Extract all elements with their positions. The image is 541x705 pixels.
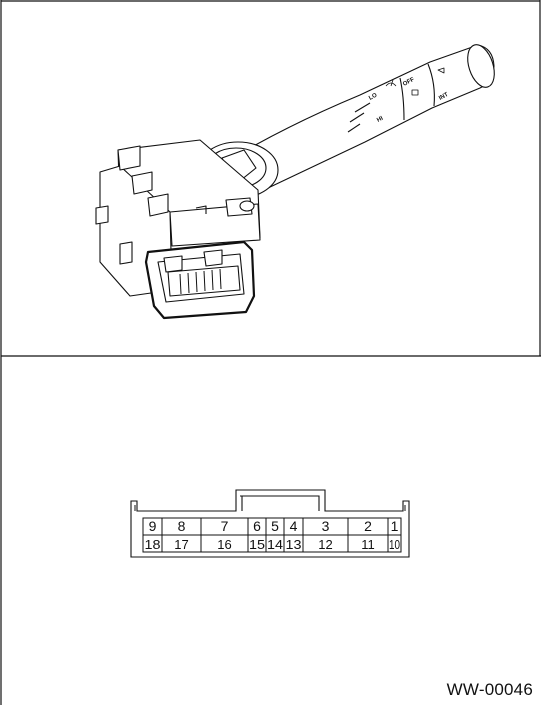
marking-off: OFF <box>402 77 416 88</box>
pin-number: 4 <box>290 518 298 534</box>
pin-number: 9 <box>149 518 157 534</box>
pin-number: 6 <box>253 518 261 534</box>
pin-number: 2 <box>364 518 372 534</box>
pin-number: 16 <box>217 537 231 552</box>
pin-number: 12 <box>318 537 332 552</box>
pin-number: 13 <box>286 537 302 552</box>
pin-number: 11 <box>361 537 375 552</box>
connector-pinout: 9 8 7 6 5 4 3 2 1 18 17 16 15 14 13 12 1… <box>130 489 410 558</box>
wiper-icon <box>385 67 445 96</box>
pin-grid <box>142 517 402 553</box>
pin-numbers-top: 9 8 7 6 5 4 3 2 1 <box>149 518 399 534</box>
combination-switch-illustration: LO HI OFF INT <box>95 44 495 320</box>
figure-code: WW-00046 <box>446 680 533 699</box>
marking-int: INT <box>438 92 450 102</box>
switch-connector-housing <box>144 240 256 320</box>
marking-lo: LO <box>368 92 378 101</box>
pin-number: 10 <box>389 537 400 552</box>
pin-number: 15 <box>249 537 265 552</box>
pin-number: 3 <box>322 518 330 534</box>
pin-number: 18 <box>145 537 161 552</box>
pin-number: 1 <box>391 518 399 534</box>
connector-pins <box>179 268 222 295</box>
switch-lever <box>249 44 495 189</box>
pin-numbers-bottom: 18 17 16 15 14 13 12 11 10 <box>145 537 401 552</box>
lever-markings: LO HI OFF INT <box>368 77 450 124</box>
pin-number: 14 <box>267 537 283 552</box>
pin-number: 17 <box>174 537 188 552</box>
marking-hi: HI <box>376 115 384 123</box>
pin-number: 8 <box>178 518 186 534</box>
connector-notch <box>241 495 320 511</box>
pin-number: 7 <box>221 518 229 534</box>
pin-number: 5 <box>271 518 279 534</box>
